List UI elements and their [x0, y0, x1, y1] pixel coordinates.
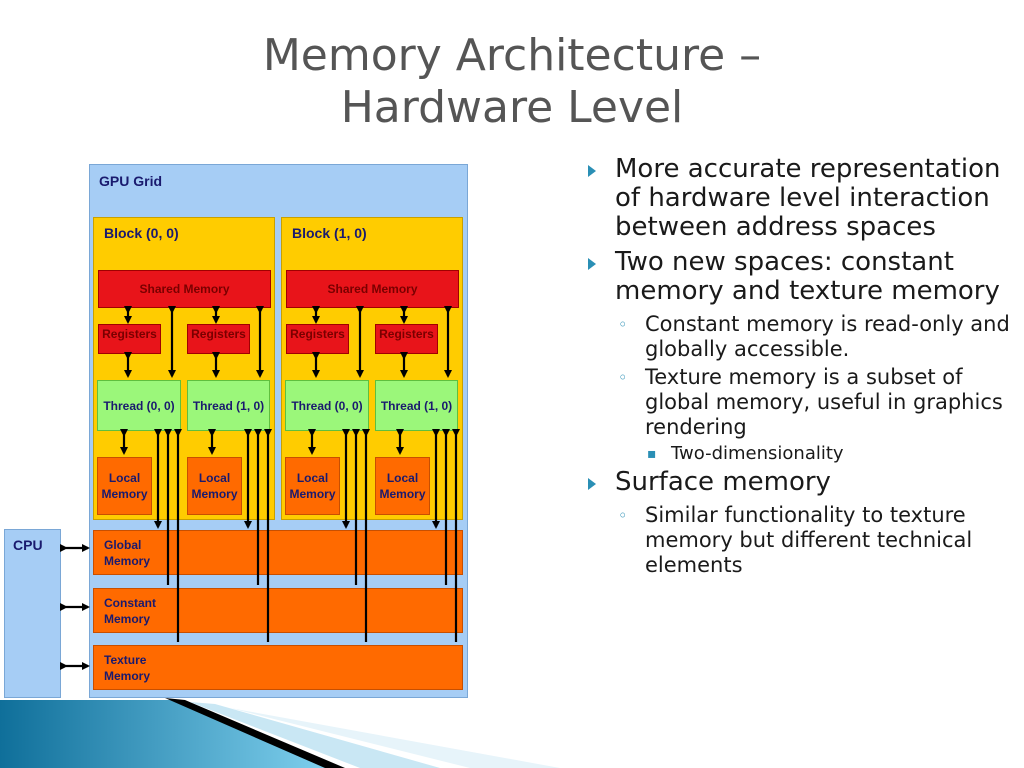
bullet-item: ▪ Two-dimensionality: [585, 443, 1015, 465]
local-memory-block-0-thread-0: Local Memory: [97, 457, 152, 515]
bullet-item: Surface memory: [585, 468, 1015, 497]
texture-memory: Texture Memory: [93, 645, 463, 690]
local-memory-block-1-thread-0: Local Memory: [285, 457, 340, 515]
slide-title-line-1: Memory Architecture –: [262, 30, 762, 81]
diagram-arrows: [60, 306, 460, 670]
triangle-bullet-icon: [588, 478, 596, 490]
bullet-item: ◦ Constant memory is read-only and globa…: [585, 312, 1015, 362]
thread-block-1-0-0: Thread (0, 0): [285, 380, 369, 431]
local-memory-label-line-1: Local: [108, 471, 141, 485]
registers-block-0-thread-1: Registers: [187, 324, 250, 354]
block-1-0-label: Block (1, 0): [292, 225, 367, 241]
global-memory: Global Memory: [93, 530, 463, 575]
slide-title-line-2: Hardware Level: [340, 82, 684, 133]
bullet-item: ◦ Similar functionality to texture memor…: [585, 503, 1015, 578]
triangle-bullet-icon: [588, 165, 596, 177]
square-bullet-icon: ▪: [647, 446, 657, 462]
block-0-0-label: Block (0, 0): [104, 225, 179, 241]
global-memory-line-1: Global: [104, 538, 142, 552]
decorative-swoosh: [0, 698, 560, 768]
thread-block-0-1-0: Thread (1, 0): [187, 380, 270, 431]
constant-memory-line-1: Constant: [104, 596, 156, 610]
triangle-bullet-icon: [588, 258, 596, 270]
bullet-text: Two new spaces: constant memory and text…: [615, 247, 1000, 306]
local-memory-block-0-thread-1: Local Memory: [187, 457, 242, 515]
slide-title: Memory Architecture – Hardware Level: [0, 30, 1024, 134]
local-memory-label-line-2: Memory: [191, 487, 238, 501]
thread-block-1-1-0: Thread (1, 0): [375, 380, 458, 431]
local-memory-label-line-1: Local: [386, 471, 419, 485]
bullet-item: ◦ Texture memory is a subset of global m…: [585, 365, 1015, 440]
bullet-text: Surface memory: [615, 467, 831, 497]
bullet-text: Similar functionality to texture memory …: [645, 503, 973, 577]
registers-block-1-thread-0: Registers: [286, 324, 349, 354]
bullet-text: Texture memory is a subset of global mem…: [645, 365, 1003, 439]
texture-memory-line-1: Texture: [104, 653, 147, 667]
texture-memory-line-2: Memory: [104, 669, 151, 683]
bullet-item: Two new spaces: constant memory and text…: [585, 248, 1015, 306]
gpu-grid-label: GPU Grid: [99, 173, 163, 189]
global-memory-line-2: Memory: [104, 554, 151, 568]
local-memory-label-line-1: Local: [198, 471, 231, 485]
bullet-list: More accurate representation of hardware…: [585, 155, 1015, 581]
constant-memory-line-2: Memory: [104, 612, 151, 626]
local-memory-label-line-2: Memory: [101, 487, 148, 501]
shared-memory-block-0: Shared Memory: [98, 270, 271, 308]
bullet-item: More accurate representation of hardware…: [585, 155, 1015, 242]
shared-memory-block-1: Shared Memory: [286, 270, 459, 308]
cpu-box: [4, 529, 61, 698]
circle-bullet-icon: ◦: [618, 506, 628, 525]
circle-bullet-icon: ◦: [618, 315, 628, 334]
bullet-text: Two-dimensionality: [671, 443, 844, 464]
constant-memory: Constant Memory: [93, 588, 463, 633]
thread-block-0-0-0: Thread (0, 0): [97, 380, 181, 431]
local-memory-block-1-thread-1: Local Memory: [375, 457, 430, 515]
local-memory-label-line-2: Memory: [289, 487, 336, 501]
circle-bullet-icon: ◦: [618, 368, 628, 387]
cpu-label: CPU: [13, 537, 43, 553]
local-memory-label-line-1: Local: [296, 471, 329, 485]
local-memory-label-line-2: Memory: [379, 487, 426, 501]
bullet-text: Constant memory is read-only and globall…: [645, 312, 1010, 361]
bullet-text: More accurate representation of hardware…: [615, 154, 1001, 242]
memory-architecture-diagram: GPU Grid Block (0, 0) Shared Memory Regi…: [0, 160, 480, 700]
